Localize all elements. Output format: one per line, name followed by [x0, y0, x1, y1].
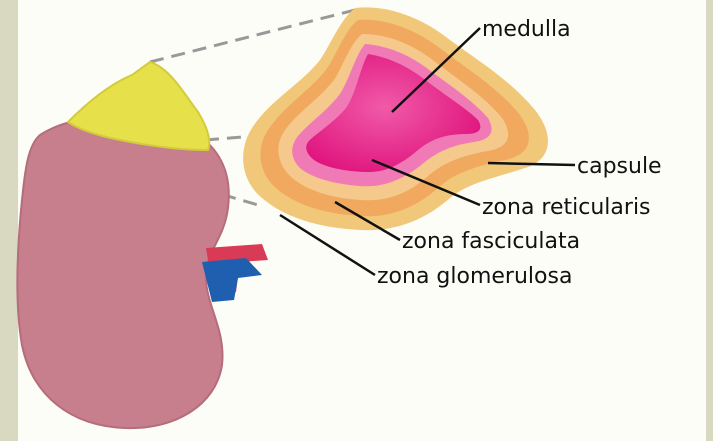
label-capsule: capsule — [577, 154, 662, 179]
label-zona-reticularis: zona reticularis — [482, 195, 651, 220]
label-zona-fasciculata: zona fasciculata — [402, 229, 580, 254]
kidney-shape — [17, 116, 228, 428]
label-zona-glomerulosa: zona glomerulosa — [377, 264, 572, 289]
label-medulla: medulla — [482, 17, 571, 42]
